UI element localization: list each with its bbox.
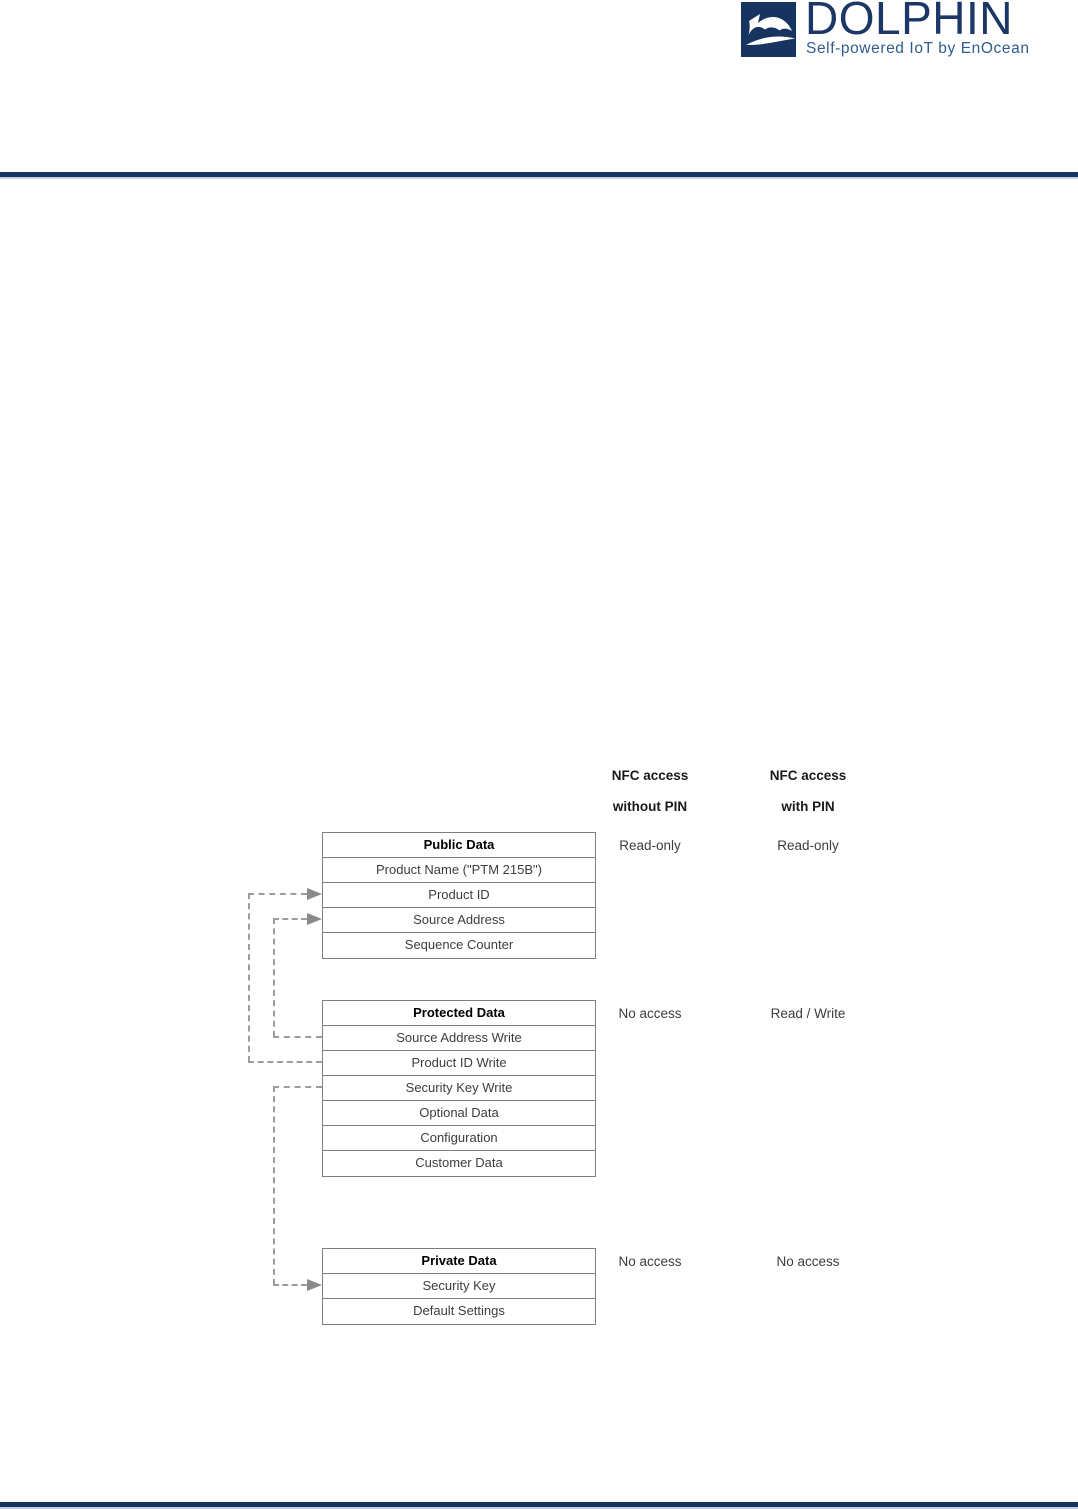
private-data-title: Private Data [323, 1249, 595, 1274]
connector-segment [273, 1036, 322, 1038]
table-row: Product ID Write [323, 1051, 595, 1076]
table-row: Sequence Counter [404, 937, 514, 952]
connector-segment [248, 1061, 322, 1063]
table-row: Security Key [323, 1274, 595, 1299]
table-row: Customer Data [415, 1155, 503, 1170]
table-row: Product ID [323, 883, 595, 908]
protected-access-with-pin: Read / Write [770, 1006, 846, 1021]
dolphin-icon [741, 2, 796, 57]
header-divider-rule [0, 172, 1078, 179]
connector-segment [248, 893, 250, 1062]
public-data-title: Public Data [323, 833, 595, 858]
connector-segment [273, 1284, 307, 1286]
table-row: Default Settings [413, 1303, 505, 1318]
arrowhead-icon [307, 888, 322, 900]
connector-segment [273, 918, 307, 920]
table-row: Security Key Write [323, 1076, 595, 1101]
dolphin-logo-square [741, 2, 796, 57]
table-row: Source Address [323, 908, 595, 933]
protected-data-title: Protected Data [323, 1001, 595, 1026]
connector-segment [248, 893, 307, 895]
brand-tagline: Self-powered IoT by EnOcean [806, 40, 1030, 57]
connector-segment [273, 1086, 322, 1088]
connector-segment [273, 918, 275, 1037]
footer-divider-rule [0, 1502, 1078, 1509]
column-header-without-pin-line1: NFC access [611, 768, 689, 783]
arrowhead-icon [307, 913, 322, 925]
connector-segment [273, 1086, 275, 1285]
table-row: Product Name ("PTM 215B") [323, 858, 595, 883]
table-row: Optional Data [323, 1101, 595, 1126]
brand-name: DOLPHIN [805, 0, 1013, 44]
private-data-box: Private Data Security Key Default Settin… [322, 1248, 596, 1325]
protected-access-without-pin: No access [618, 1006, 682, 1021]
column-header-without-pin-line2: without PIN [612, 799, 688, 814]
column-header-with-pin-line2: with PIN [781, 799, 835, 814]
public-access-with-pin: Read-only [777, 838, 839, 853]
private-access-with-pin: No access [776, 1254, 840, 1269]
protected-data-box: Protected Data Source Address Write Prod… [322, 1000, 596, 1177]
private-access-without-pin: No access [618, 1254, 682, 1269]
table-row: Configuration [323, 1126, 595, 1151]
public-access-without-pin: Read-only [619, 838, 681, 853]
column-header-with-pin-line1: NFC access [769, 768, 847, 783]
public-data-box: Public Data Product Name ("PTM 215B") Pr… [322, 832, 596, 959]
arrowhead-icon [307, 1279, 322, 1291]
table-row: Source Address Write [323, 1026, 595, 1051]
